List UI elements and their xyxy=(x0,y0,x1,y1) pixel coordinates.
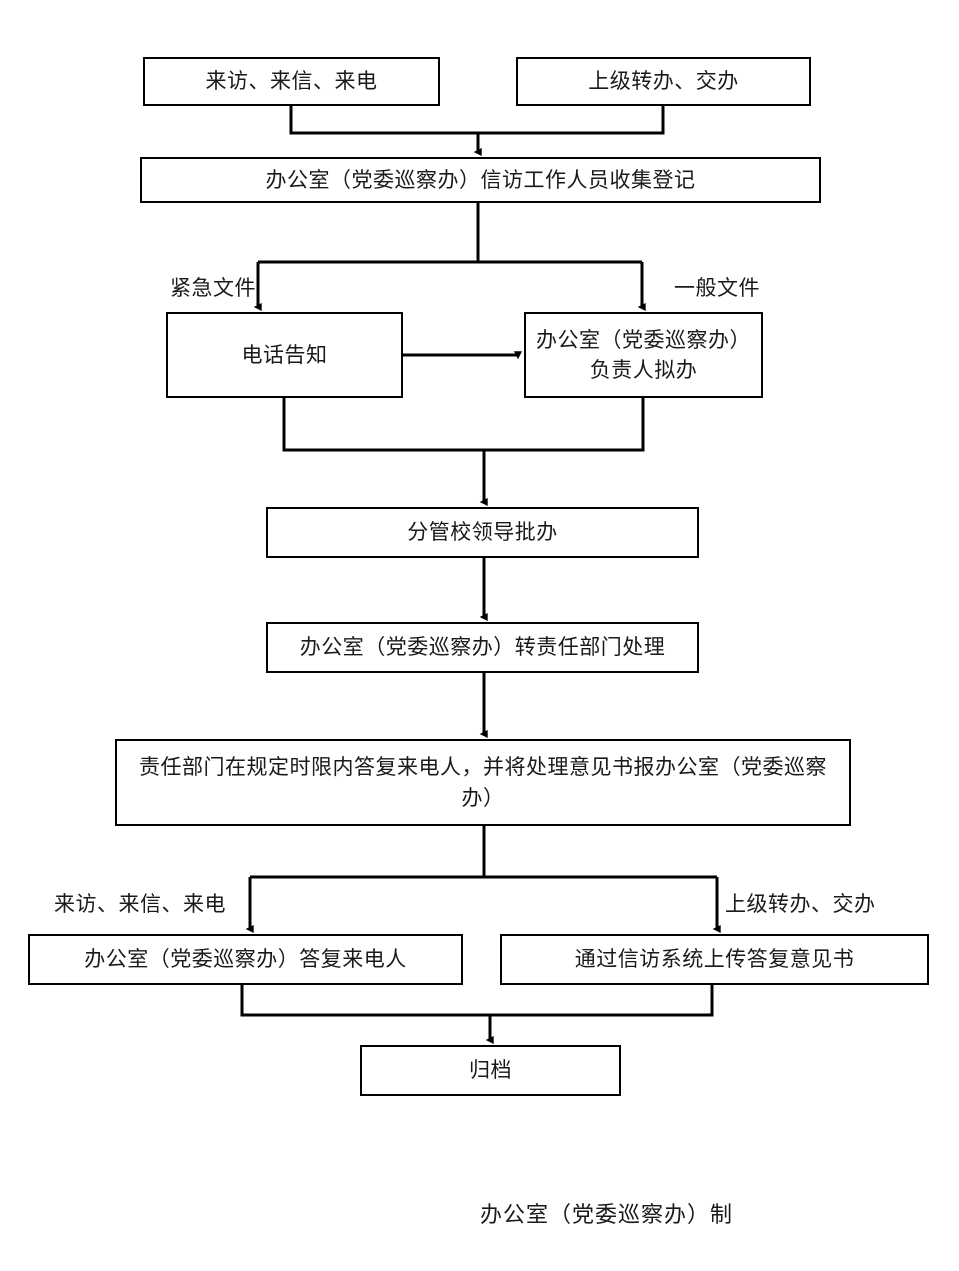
node-office-reply-caller-label: 办公室（党委巡察办）答复来电人 xyxy=(84,947,407,972)
node-transfer-department[interactable]: 办公室（党委巡察办）转责任部门处理 xyxy=(266,622,699,673)
node-source-superior-label: 上级转办、交办 xyxy=(588,69,739,94)
edge-merge-to-archive xyxy=(240,984,714,1017)
node-office-head-plan[interactable]: 办公室（党委巡察办） 负责人拟办 xyxy=(524,312,763,398)
node-office-head-plan-line1: 办公室（党委巡察办） xyxy=(536,327,751,352)
node-department-reply[interactable]: 责任部门在规定时限内答复来电人，并将处理意见书报办公室（党委巡察办） xyxy=(115,739,851,826)
node-upload-opinion-label: 通过信访系统上传答复意见书 xyxy=(574,947,855,972)
node-office-reply-caller[interactable]: 办公室（党委巡察办）答复来电人 xyxy=(28,934,463,985)
node-archive-label: 归档 xyxy=(469,1058,512,1083)
node-archive[interactable]: 归档 xyxy=(360,1045,621,1096)
edge-sources-join xyxy=(289,105,665,135)
node-office-head-plan-line2: 负责人拟办 xyxy=(589,358,698,382)
node-phone-notify-label: 电话告知 xyxy=(241,342,328,367)
node-register-label: 办公室（党委巡察办）信访工作人员收集登记 xyxy=(265,167,696,192)
node-source-visit[interactable]: 来访、来信、来电 xyxy=(143,57,440,106)
node-phone-notify[interactable]: 电话告知 xyxy=(166,312,403,398)
node-leader-approve-label: 分管校领导批办 xyxy=(407,520,558,545)
node-leader-approve[interactable]: 分管校领导批办 xyxy=(266,507,699,558)
node-transfer-department-label: 办公室（党委巡察办）转责任部门处理 xyxy=(299,635,666,660)
footer-issuer-note: 办公室（党委巡察办）制 xyxy=(480,1202,734,1227)
node-register[interactable]: 办公室（党委巡察办）信访工作人员收集登记 xyxy=(140,157,821,203)
edge-label-urgent-document: 紧急文件 xyxy=(170,276,256,300)
edge-merge-to-leader xyxy=(282,397,645,452)
edge-label-superior-transfer: 上级转办、交办 xyxy=(725,892,876,916)
node-department-reply-label: 责任部门在规定时限内答复来电人，并将处理意见书报办公室（党委巡察办） xyxy=(139,755,827,810)
node-source-visit-label: 来访、来信、来电 xyxy=(205,69,378,94)
edge-label-visit-letter-call: 来访、来信、来电 xyxy=(54,892,226,916)
edge-label-general-document: 一般文件 xyxy=(674,276,760,300)
node-source-superior[interactable]: 上级转办、交办 xyxy=(516,57,811,106)
node-upload-opinion[interactable]: 通过信访系统上传答复意见书 xyxy=(500,934,929,985)
